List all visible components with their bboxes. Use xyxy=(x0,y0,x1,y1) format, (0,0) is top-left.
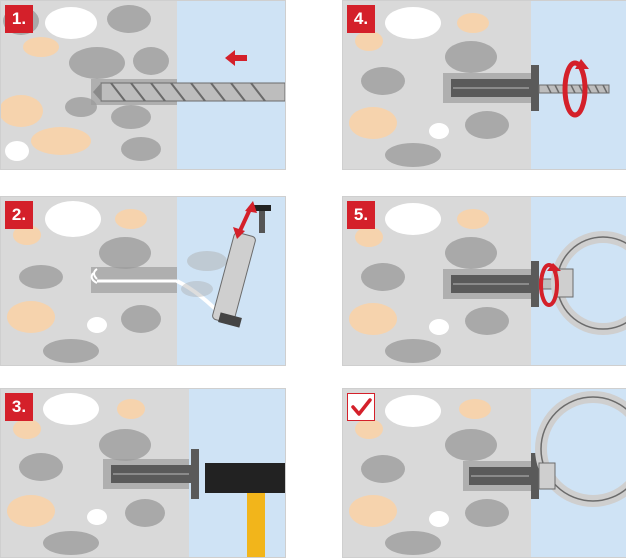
step-number-badge: 5. xyxy=(347,201,375,229)
step-3-panel: 3. xyxy=(0,388,286,558)
step-number-badge: 3. xyxy=(5,393,33,421)
checkmark-badge xyxy=(347,393,375,421)
tighten-screw-illustration xyxy=(343,1,626,169)
step-2-panel: 2. xyxy=(0,196,286,366)
anchor xyxy=(469,453,539,499)
blow-pump xyxy=(212,205,271,328)
step-number-badge: 2. xyxy=(5,201,33,229)
completed-illustration xyxy=(343,389,626,557)
arrow-up-down-icon xyxy=(233,201,257,239)
anchor xyxy=(111,449,199,499)
dust-particles xyxy=(181,251,227,297)
step-number-badge: 1. xyxy=(5,5,33,33)
step-number-badge: 4. xyxy=(347,5,375,33)
arrow-left-icon xyxy=(225,50,247,66)
checkmark-icon xyxy=(351,398,372,416)
anchor xyxy=(451,261,539,307)
attach-ring-illustration xyxy=(343,197,626,365)
drill-bit xyxy=(93,82,285,102)
hammer xyxy=(205,463,285,557)
rotate-arrow-icon xyxy=(562,59,589,118)
clean-hole-illustration xyxy=(1,197,285,365)
ring xyxy=(535,391,626,507)
rotate-arrow-icon xyxy=(539,263,561,307)
anchor xyxy=(451,65,539,111)
step-6-panel xyxy=(342,388,626,558)
step-5-panel: 5. xyxy=(342,196,626,366)
hammer-anchor-illustration xyxy=(1,389,285,557)
screw xyxy=(538,84,610,94)
drill-illustration xyxy=(1,1,285,169)
step-1-panel: 1. xyxy=(0,0,286,170)
step-4-panel: 4. xyxy=(342,0,626,170)
